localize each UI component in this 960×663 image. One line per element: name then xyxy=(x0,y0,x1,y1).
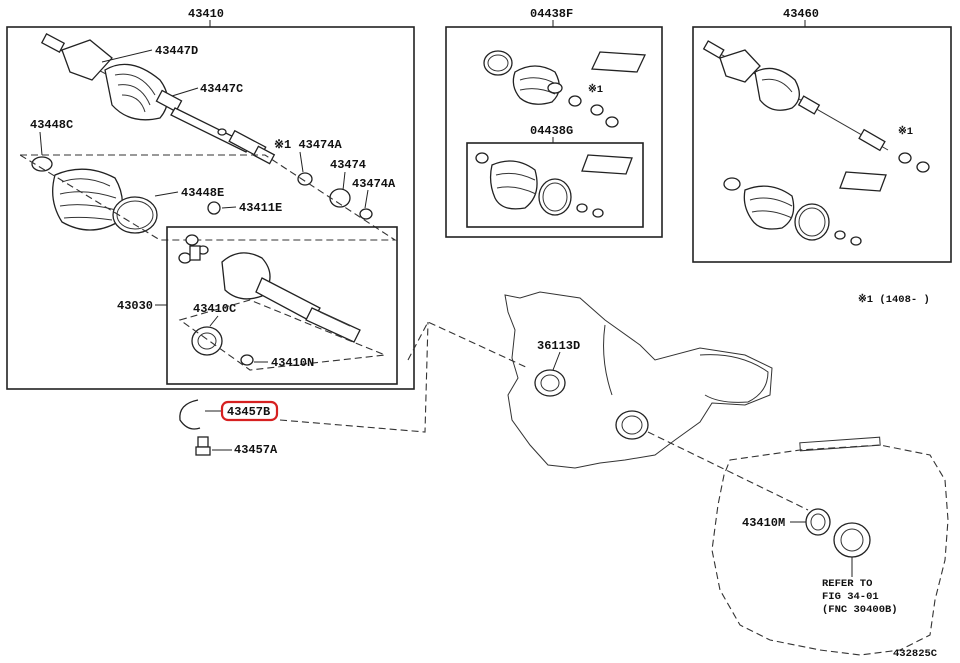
snap-ring-43411E xyxy=(207,201,221,215)
bearing-43410C xyxy=(191,326,223,356)
label-43448C: 43448C xyxy=(30,118,73,132)
bolt-43457A xyxy=(197,436,209,448)
label-43411E: 43411E xyxy=(239,201,282,215)
dashed-link-carrier xyxy=(647,431,809,511)
snap-ring-43457B-group: 43457B xyxy=(179,399,279,430)
label-36113D: 36113D xyxy=(537,339,580,353)
boot-kit-box: 04438F ※1 04438G xyxy=(445,7,663,238)
label-43460: 43460 xyxy=(783,7,819,21)
label-43474A-2: 43474A xyxy=(352,177,396,191)
label-43410M: 43410M xyxy=(742,516,785,530)
label-43410N: 43410N xyxy=(271,356,314,370)
outer-shaft xyxy=(40,33,276,165)
tripod-joint xyxy=(178,234,209,264)
dashed-link-upper xyxy=(407,321,529,369)
band-43448E xyxy=(112,196,158,234)
ring-43474A xyxy=(297,172,313,186)
drive-shaft-assembly-box: 43410 43447D 43447C 43448C xyxy=(6,7,415,390)
bolt-43457A-group: 43457A xyxy=(195,436,278,457)
highlight-43457B[interactable] xyxy=(220,400,279,422)
label-43410: 43410 xyxy=(188,7,224,21)
label-04438F: 04438F xyxy=(530,7,573,21)
ring-43474A-b xyxy=(359,208,373,220)
ring-43410N xyxy=(240,354,254,366)
label-43474A-1: ※1 43474A xyxy=(274,138,342,152)
note-mid: ※1 xyxy=(588,83,603,96)
transmission-case: 43410M REFER TO FIG 34-01 (FNC 30400B) xyxy=(711,436,949,656)
refer-line-3: (FNC 30400B) xyxy=(822,604,898,616)
label-43457B[interactable]: 43457B xyxy=(227,405,270,419)
boot-kit-inner-box xyxy=(466,142,644,228)
refer-line-1: REFER TO xyxy=(822,578,872,590)
label-43448E: 43448E xyxy=(181,186,224,200)
label-43410C: 43410C xyxy=(193,302,236,316)
oil-seal-43410M xyxy=(805,508,831,536)
boot xyxy=(52,168,123,231)
label-43030: 43030 xyxy=(117,299,153,313)
dashed-link-lower xyxy=(279,321,429,433)
label-43447C: 43447C xyxy=(200,82,243,96)
label-43474: 43474 xyxy=(330,158,366,172)
note-right: ※1 xyxy=(898,125,913,138)
footnote: ※1 (1408- ) xyxy=(858,293,930,306)
clamp-43448C xyxy=(31,156,53,172)
grease-pack xyxy=(591,51,646,73)
oil-seal-36113D xyxy=(534,369,566,397)
label-43447D: 43447D xyxy=(155,44,198,58)
inner-housing xyxy=(221,252,361,343)
differential-carrier: 36113D xyxy=(504,291,773,469)
shaft-assembly-box-43460: 43460 ※1 xyxy=(692,7,952,263)
figure-code: 432825C xyxy=(893,648,938,660)
label-43457A: 43457A xyxy=(234,443,278,457)
dashed-outline xyxy=(18,154,397,241)
refer-line-2: FIG 34-01 xyxy=(822,591,879,603)
label-04438G: 04438G xyxy=(530,124,573,138)
snap-ring-43457B xyxy=(179,399,201,430)
boot-04438F xyxy=(512,65,560,105)
